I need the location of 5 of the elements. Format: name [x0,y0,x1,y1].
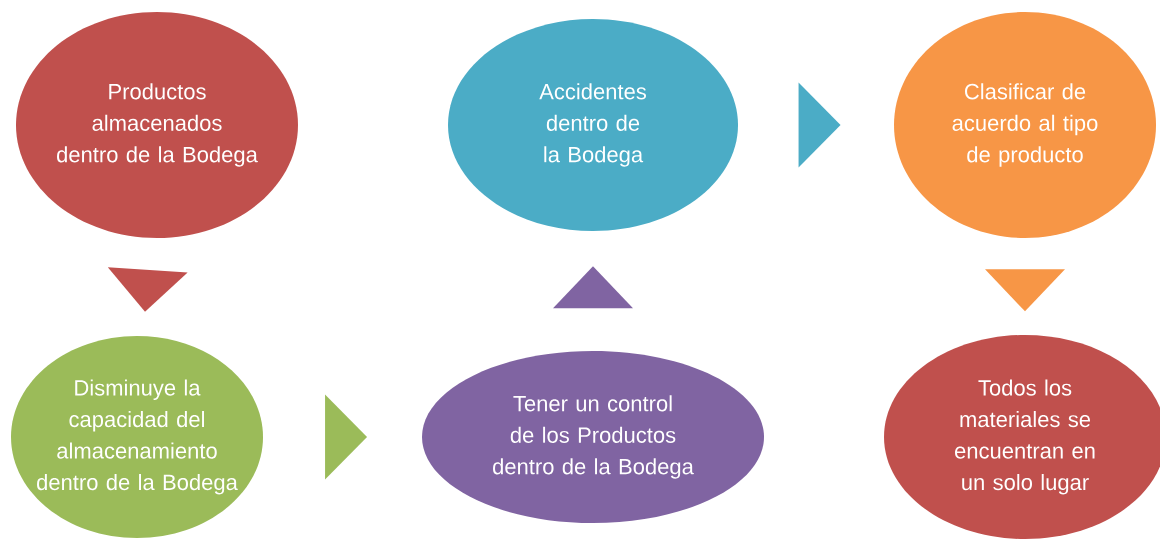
arrow [985,269,1065,312]
arrow [553,266,633,309]
arrow [325,394,368,480]
arrow [798,82,841,168]
arrow [107,267,188,312]
